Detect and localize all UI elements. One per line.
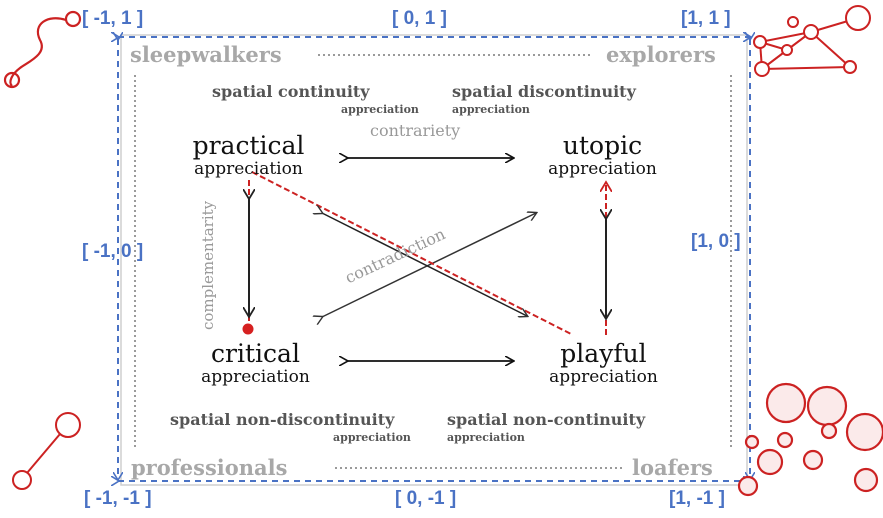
label-spatial-continuity: spatial continuity (212, 82, 370, 101)
node-playful-sub: appreciation (531, 367, 676, 387)
label-appreciation-3: appreciation (333, 431, 411, 444)
node-utopic-sub: appreciation (530, 159, 675, 179)
label-sleepwalkers: sleepwalkers (130, 42, 282, 67)
red-dot (243, 324, 254, 335)
coord-top-right: [1, 1 ] (681, 8, 731, 30)
coord-bottom-right: [1, -1 ] (669, 488, 725, 510)
node-practical-title: practical (176, 133, 321, 159)
squiggle-doodle (5, 12, 80, 87)
coord-mid-left: [ -1, 0 ] (82, 241, 143, 263)
label-contrariety: contrariety (370, 121, 460, 140)
coord-mid-right: [1, 0 ] (691, 231, 741, 253)
node-playful-title: playful (531, 341, 676, 367)
node-playful: playful appreciation (531, 341, 676, 387)
node-utopic-title: utopic (530, 133, 675, 159)
label-appreciation-2: appreciation (452, 103, 530, 116)
label-spatial-non-continuity: spatial non-continuity (447, 410, 645, 429)
coord-bottom-left: [ -1, -1 ] (84, 488, 152, 510)
pin-doodle (13, 413, 80, 489)
label-appreciation-4: appreciation (447, 431, 525, 444)
label-appreciation-1: appreciation (341, 103, 419, 116)
node-utopic: utopic appreciation (530, 133, 675, 179)
network-doodle (754, 6, 870, 76)
coord-bottom-center: [ 0, -1 ] (395, 488, 456, 510)
node-practical-sub: appreciation (176, 159, 321, 179)
coord-top-left: [ -1, 1 ] (82, 8, 143, 30)
node-critical-title: critical (183, 341, 328, 367)
label-explorers: explorers (606, 42, 716, 67)
label-spatial-non-discontinuity: spatial non-discontinuity (170, 410, 394, 429)
label-loafers: loafers (632, 455, 713, 480)
node-critical-sub: appreciation (183, 367, 328, 387)
node-critical: critical appreciation (183, 341, 328, 387)
bubbles-doodle (739, 384, 883, 495)
label-complementarity: complementarity (199, 201, 217, 330)
label-spatial-discontinuity: spatial discontinuity (452, 82, 636, 101)
node-practical: practical appreciation (176, 133, 321, 179)
coord-top-center: [ 0, 1 ] (392, 8, 447, 30)
dotted-guides (135, 55, 731, 468)
label-professionals: professionals (131, 455, 287, 480)
